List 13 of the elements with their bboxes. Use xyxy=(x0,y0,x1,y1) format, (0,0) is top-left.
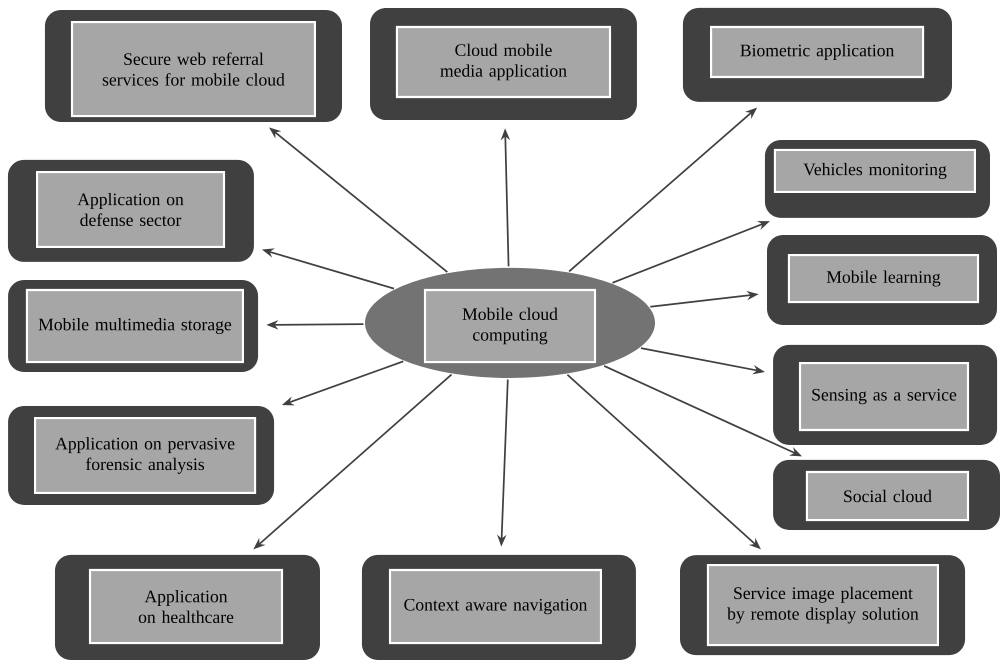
application-box: Cloud mobile media application xyxy=(370,8,637,120)
application-box: Application on defense sector xyxy=(8,160,254,262)
application-box: Context aware navigation xyxy=(362,554,636,660)
application-box: Social cloud xyxy=(773,460,1000,530)
application-box: Vehicles monitoring xyxy=(764,140,990,218)
application-box: Secure web referral services for mobile cloud xyxy=(44,10,342,122)
application-box: Mobile learning xyxy=(767,234,997,325)
application-box: Mobile multimedia storage xyxy=(8,280,258,372)
application-box: Application on healthcare xyxy=(54,554,320,660)
application-box: Service image placement by remote display solution xyxy=(680,555,966,656)
application-box: Biometric application xyxy=(682,8,952,102)
application-box: Sensing as a service xyxy=(773,344,998,445)
application-box: Application on pervasive forensic analysis xyxy=(8,406,274,505)
